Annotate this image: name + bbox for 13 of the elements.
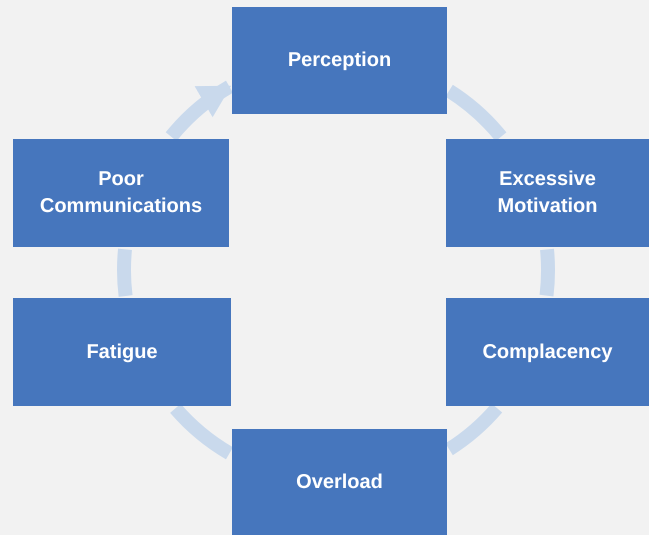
- process-box: [446, 298, 649, 406]
- box-label: Perception: [288, 48, 392, 73]
- box-label: Fatigue: [86, 340, 158, 364]
- cycle-arrow: [166, 80, 234, 142]
- box-label: Excessive Motivation: [496, 167, 598, 219]
- box-label: Poor Communications: [38, 167, 204, 219]
- process-box: [446, 139, 649, 247]
- box-label: Complacency: [482, 340, 613, 364]
- process-box: [232, 7, 447, 114]
- process-box: [13, 298, 231, 406]
- process-box: [232, 429, 447, 535]
- box-label: Overload: [296, 470, 383, 494]
- process-box: [13, 139, 229, 247]
